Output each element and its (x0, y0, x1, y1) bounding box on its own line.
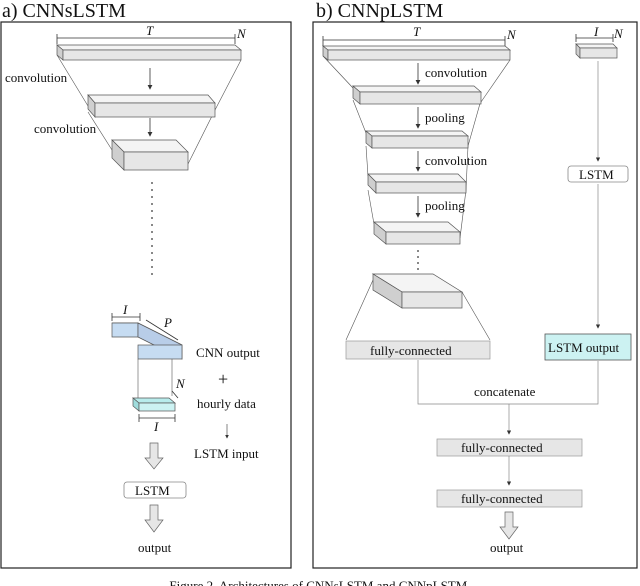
input-tensor-block-b (322, 45, 511, 61)
panel-b-title: b) CNNpLSTM (316, 0, 443, 22)
lstm-label-a: LSTM (135, 483, 170, 498)
lstm-label-b: LSTM (579, 167, 614, 182)
input-tensor-block (56, 44, 242, 61)
final-conv-block-b (371, 273, 464, 309)
fc2-label: fully-connected (461, 491, 543, 506)
panel-a-title: a) CNNsLSTM (2, 0, 126, 22)
hourly-data-label: hourly data (197, 396, 256, 411)
fc2-box (436, 489, 583, 508)
dim-i-top-label: I (122, 302, 128, 317)
ellipsis-dots-b (417, 250, 419, 270)
conv1-label: convolution (5, 70, 68, 85)
pool2-label-b: pooling (425, 198, 465, 213)
conv1-label-b: convolution (425, 65, 488, 80)
output-label-b: output (490, 540, 524, 555)
plus-sign: + (218, 369, 228, 389)
dim-i-bottom-label: I (153, 419, 159, 434)
lstm-output-label: LSTM output (548, 340, 620, 355)
figure-caption: Figure 2. Architectures of CNNsLSTM and … (169, 578, 470, 586)
hollow-arrow-a2 (144, 504, 164, 533)
pool-block-b2 (373, 221, 461, 245)
hollow-arrow-a1 (144, 442, 164, 470)
conv2-label: convolution (34, 121, 97, 136)
pool1-label-b: pooling (425, 110, 465, 125)
dim-n-label-b: N (506, 27, 517, 42)
lstm-output-box (544, 333, 632, 361)
cnn-output-block (111, 322, 183, 360)
fc1-label: fully-connected (461, 440, 543, 455)
lstm-input-label: LSTM input (194, 446, 259, 461)
lstm-box-a (123, 481, 187, 499)
conv2-label-b: convolution (425, 153, 488, 168)
fc-left-label: fully-connected (370, 343, 452, 358)
fc-left-box (345, 340, 491, 360)
lstm-box-b (567, 165, 629, 183)
pool-block-b1 (365, 130, 469, 149)
concatenate-label: concatenate (474, 384, 536, 399)
dim-n-label: N (236, 26, 247, 41)
dim-n2-label-b: N (613, 26, 624, 41)
hollow-arrow-b (499, 511, 519, 540)
panel-b-frame (312, 21, 638, 569)
concat-connector (417, 360, 599, 405)
output-label-a: output (138, 540, 172, 555)
dim-t-label-b: T (413, 24, 421, 39)
conv-block-2 (111, 139, 189, 171)
conv-block-b2 (367, 173, 467, 194)
dim-t-label: T (146, 23, 154, 38)
hourly-tensor-block-b (575, 43, 618, 59)
ellipsis-dots (151, 182, 153, 275)
cnn-output-label: CNN output (196, 345, 260, 360)
dim-i-label-b: I (593, 24, 599, 39)
conv-block-1 (87, 94, 216, 118)
dim-n2-label: N (175, 376, 186, 391)
conv-block-b1 (352, 85, 482, 105)
fc1-box (436, 438, 583, 457)
dim-p-label: P (163, 315, 172, 330)
panel-a-frame (0, 21, 292, 569)
hourly-data-block (132, 397, 176, 412)
